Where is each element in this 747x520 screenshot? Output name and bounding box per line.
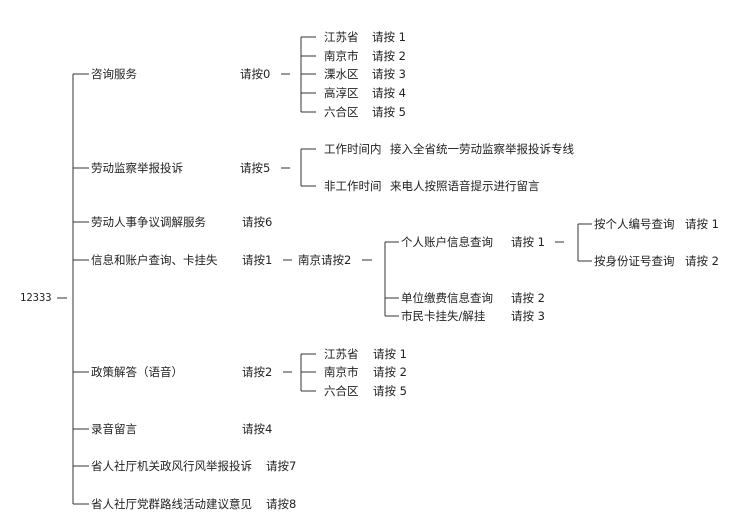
policy-item-label: 江苏省	[324, 347, 359, 361]
consult-item-key: 请按 3	[372, 67, 406, 81]
personal-item-label: 按身份证号查询	[594, 254, 675, 268]
consult-item-label: 江苏省	[324, 30, 359, 44]
nanjing-item-key: 请按 2	[511, 291, 545, 305]
branch-key-consult: 请按0	[240, 67, 271, 81]
nanjing-item-label: 单位缴费信息查询	[401, 291, 493, 305]
branch-key-conduct-complaint: 请按7	[266, 459, 297, 473]
branch-label-policy: 政策解答（语音）	[91, 365, 183, 379]
branch-label-party-suggestion: 省人社厅党群路线活动建议意见	[91, 497, 252, 511]
policy-item-label: 南京市	[324, 365, 359, 379]
nanjing-item-label: 个人账户信息查询	[401, 235, 493, 249]
branch-key-voicemail: 请按4	[242, 422, 273, 436]
labor-item-desc: 接入全省统一劳动监察举报投诉专线	[390, 142, 574, 156]
branch-label-voicemail: 录音留言	[91, 422, 137, 436]
nanjing-item-key: 请按 1	[511, 235, 545, 249]
branch-label-info-query: 信息和账户查询、卡挂失	[91, 253, 218, 267]
policy-item-key: 请按 2	[373, 365, 407, 379]
consult-item-label: 南京市	[324, 49, 359, 63]
policy-item-key: 请按 1	[373, 347, 407, 361]
branch-key-labor-inspection: 请按5	[240, 161, 271, 175]
policy-item-label: 六合区	[324, 384, 359, 398]
branch-label-consult: 咨询服务	[91, 67, 137, 81]
consult-item-key: 请按 5	[372, 105, 406, 119]
branch-key-policy: 请按2	[242, 365, 273, 379]
root-number: 12333	[20, 292, 52, 304]
policy-item-key: 请按 5	[373, 384, 407, 398]
personal-item-key: 请按 1	[685, 217, 719, 231]
branch-key-dispute: 请按6	[242, 215, 273, 229]
personal-item-label: 按个人编号查询	[594, 217, 675, 231]
consult-item-key: 请按 2	[372, 49, 406, 63]
personal-item-key: 请按 2	[685, 254, 719, 268]
branch-key-info-query: 请按1	[242, 253, 273, 267]
labor-item-desc: 来电人按照语音提示进行留言	[390, 179, 540, 193]
labor-item-label: 非工作时间	[324, 179, 382, 193]
nanjing-item-key: 请按 3	[511, 309, 545, 323]
consult-item-label: 溧水区	[324, 67, 359, 81]
consult-item-key: 请按 1	[372, 30, 406, 44]
branch-label-labor-inspection: 劳动监察举报投诉	[91, 161, 183, 175]
nanjing-item-label: 市民卡挂失/解挂	[401, 309, 486, 323]
consult-item-label: 高淳区	[324, 86, 359, 100]
branch-key-party-suggestion: 请按8	[266, 497, 297, 511]
consult-item-key: 请按 4	[372, 86, 406, 100]
nanjing-option: 南京请按2	[298, 253, 352, 267]
branch-label-conduct-complaint: 省人社厅机关政风行风举报投诉	[91, 459, 252, 473]
branch-label-dispute: 劳动人事争议调解服务	[91, 215, 206, 229]
consult-item-label: 六合区	[324, 105, 359, 119]
labor-item-label: 工作时间内	[324, 142, 382, 156]
